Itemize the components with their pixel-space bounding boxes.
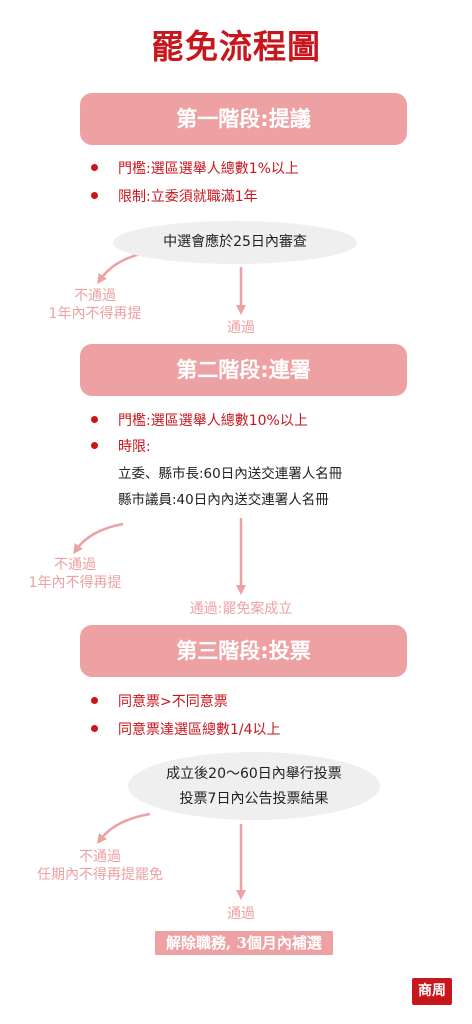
stage-1-review-ellipse: 中選會應於25日內審查 — [113, 221, 357, 264]
stage-3-pass-label: 通過 — [227, 906, 255, 922]
stage-1-box: 第一階段:提議 — [80, 93, 407, 145]
bullet-dot — [91, 697, 98, 704]
stage-2-detail-2: 縣市議員:40日內內送交連署人名冊 — [118, 492, 329, 508]
stage-1-bullet-1: 門檻:選區選舉人總數1%以上 — [91, 158, 299, 178]
bullet-dot — [91, 164, 98, 171]
stage-2-fail-note: 不通過 1年內不得再提 — [28, 557, 122, 591]
arrow-fail-3 — [96, 812, 151, 844]
stage-2-bullet-1: 門檻:選區選舉人總數10%以上 — [91, 410, 308, 430]
brand-logo: 商周 — [412, 978, 452, 1005]
stage-2-box: 第二階段:連署 — [80, 344, 407, 396]
stage-2-pass-label: 通過:罷免案成立 — [189, 601, 293, 617]
bullet-dot — [91, 442, 98, 449]
stage-2-detail-1: 立委、縣市長:60日內送交連署人名冊 — [118, 466, 343, 482]
stage-3-vote-ellipse: 成立後20～60日內舉行投票 投票7日內公告投票結果 — [128, 752, 380, 820]
stage-3-fail-note: 不通過 任期內不得再提罷免 — [37, 849, 163, 883]
page-title: 罷免流程圖 — [151, 27, 321, 66]
stage-2-bullet-2: 時限: — [91, 436, 151, 456]
bullet-dot — [91, 416, 98, 423]
bullet-dot — [91, 725, 98, 732]
stage-3-box: 第三階段:投票 — [80, 625, 407, 677]
stage-3-bullet-1: 同意票>不同意票 — [91, 691, 228, 711]
bullet-dot — [91, 192, 98, 199]
stage-1-fail-note: 不通過 1年內不得再提 — [48, 288, 142, 322]
final-result: 解除職務, 3個月內補選 — [155, 931, 333, 955]
arrow-fail-2 — [73, 522, 124, 555]
stage-1-bullet-2: 限制:立委須就職滿1年 — [91, 186, 258, 206]
stage-3-bullet-2: 同意票達選區總數1/4以上 — [91, 719, 281, 739]
stage-1-pass-label: 通過 — [227, 320, 255, 336]
